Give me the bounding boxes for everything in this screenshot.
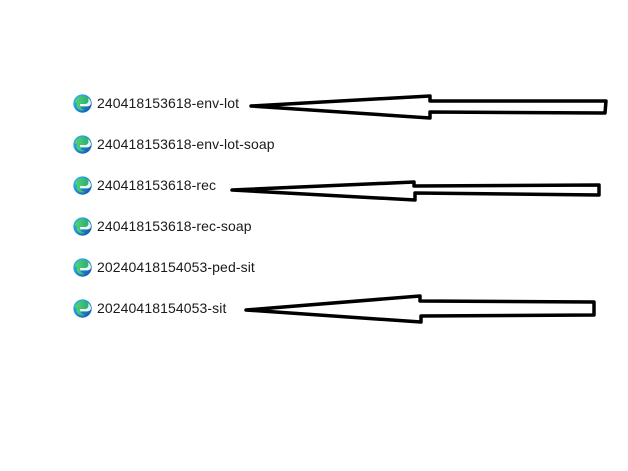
- edge-icon: [72, 93, 93, 114]
- file-item-240418153618-env-lot[interactable]: 240418153618-env-lot: [72, 92, 239, 114]
- edge-icon: [72, 257, 93, 278]
- file-item-240418153618-rec-soap[interactable]: 240418153618-rec-soap: [72, 215, 252, 237]
- edge-icon: [72, 134, 93, 155]
- file-name: 20240418154053-ped-sit: [97, 259, 255, 275]
- file-name: 240418153618-rec-soap: [97, 218, 252, 234]
- edge-icon: [72, 175, 93, 196]
- file-name: 240418153618-env-lot-soap: [97, 136, 275, 152]
- edge-icon: [72, 216, 93, 237]
- file-name: 240418153618-env-lot: [97, 95, 240, 111]
- file-item-240418153618-rec[interactable]: 240418153618-rec: [72, 174, 216, 196]
- file-name: 20240418154053-sit: [97, 300, 227, 316]
- edge-icon: [72, 298, 93, 319]
- file-item-20240418154053-sit[interactable]: 20240418154053-sit: [72, 297, 226, 319]
- file-item-240418153618-env-lot-soap[interactable]: 240418153618-env-lot-soap: [72, 133, 275, 155]
- file-name: 240418153618-rec: [97, 177, 217, 193]
- file-item-20240418154053-ped-sit[interactable]: 20240418154053-ped-sit: [72, 256, 255, 278]
